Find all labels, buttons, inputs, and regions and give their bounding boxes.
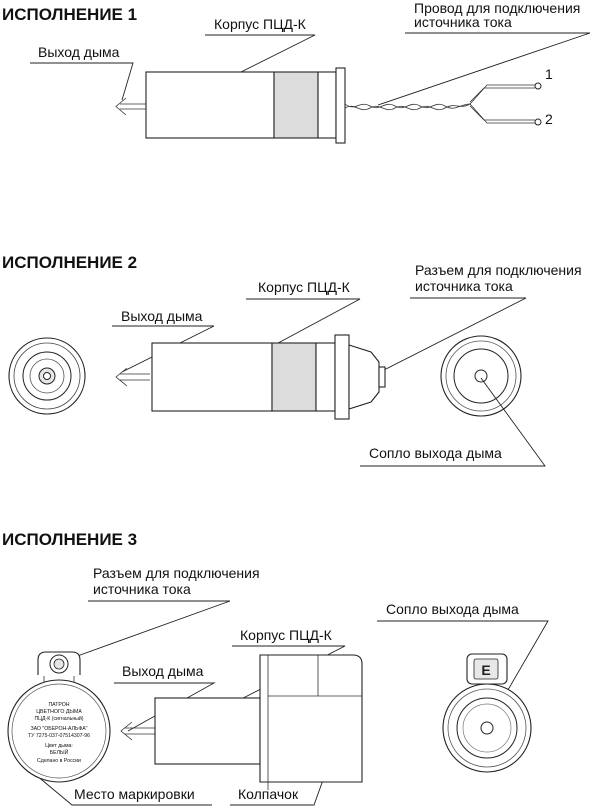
- section2-smoke-arrow-icon: [115, 367, 150, 387]
- section1-wire-label-2: источника тока: [414, 14, 512, 30]
- section1-title: ИСПОЛНЕНИЕ 1: [2, 5, 137, 24]
- section2-connector-leader: [379, 297, 527, 373]
- section3-title: ИСПОЛНЕНИЕ 3: [2, 530, 137, 549]
- section1-cartridge-body: [145, 67, 346, 144]
- section2-connector-label-1: Разъем для подключения: [415, 262, 582, 278]
- section2-cartridge-body: [151, 334, 386, 420]
- section1-smoke-arrow-icon: [115, 97, 146, 116]
- section3-body-label: Корпус ПЦД-К: [240, 627, 333, 643]
- section3-connector-leader: [57, 600, 231, 664]
- section1-twisted-wire: [344, 82, 542, 126]
- section1-body-label: Корпус ПЦД-К: [214, 16, 307, 32]
- marking-line-6: Цвет дыма:: [45, 743, 73, 749]
- marking-line-2: ЦВЕТНОГО ДЫМА: [36, 709, 82, 715]
- section1-smoke-out-label: Выход дыма: [38, 44, 120, 60]
- section3-cartridge-body: [154, 654, 363, 790]
- section3-cap-label: Колпачок: [238, 786, 299, 802]
- section2-front-view: [8, 337, 86, 415]
- section2-title: ИСПОЛНЕНИЕ 2: [2, 253, 137, 272]
- marking-line-7: БЕЛЫЙ: [50, 748, 69, 756]
- section2-smoke-out-label: Выход дыма: [121, 308, 203, 324]
- section3-marking-label: Место маркировки: [74, 786, 195, 802]
- section2-rear-view: [440, 335, 522, 417]
- section1-terminal-1-label: 1: [545, 66, 553, 82]
- section1-terminal-2-label: 2: [545, 111, 553, 127]
- section2-nozzle-leader: [360, 377, 546, 467]
- section1-smoke-out-leader: [30, 62, 134, 101]
- section2-body-label: Корпус ПЦД-К: [258, 279, 351, 295]
- svg-text:E: E: [481, 662, 490, 678]
- section2-nozzle-label: Сопло выхода дыма: [369, 445, 502, 461]
- section3-rear-view: E: [442, 653, 532, 773]
- section3-connector-label-2: источника тока: [93, 581, 191, 597]
- marking-line-1: ПАТРОН: [48, 702, 69, 708]
- section3-nozzle-label: Сопло выхода дыма: [386, 601, 519, 617]
- section3-smoke-out-label: Выход дыма: [122, 663, 204, 679]
- section3-marking-text: ПАТРОН ЦВЕТНОГО ДЫМА ПЦД-К (сигнальный) …: [28, 702, 90, 764]
- section3-smoke-arrow-icon: [120, 721, 155, 741]
- section3-front-view: [7, 651, 111, 783]
- marking-line-3: ПЦД-К (сигнальный): [34, 715, 83, 722]
- section3-marking-leader: [29, 769, 212, 806]
- marking-line-8: Сделано в России: [37, 758, 81, 764]
- section3-connector-label-1: Разъем для подключения: [93, 565, 260, 581]
- section2-connector-label-2: источника тока: [415, 278, 513, 294]
- section1-wire-leader: [377, 32, 591, 106]
- section3-body-leader: [207, 645, 346, 717]
- marking-line-5: ТУ 7275-037-07514307-96: [28, 733, 90, 739]
- section1-wire-label-1: Провод для подключения: [414, 0, 580, 16]
- marking-line-4: ЗАО "ОБЕРОН-АЛЬФА": [30, 726, 87, 732]
